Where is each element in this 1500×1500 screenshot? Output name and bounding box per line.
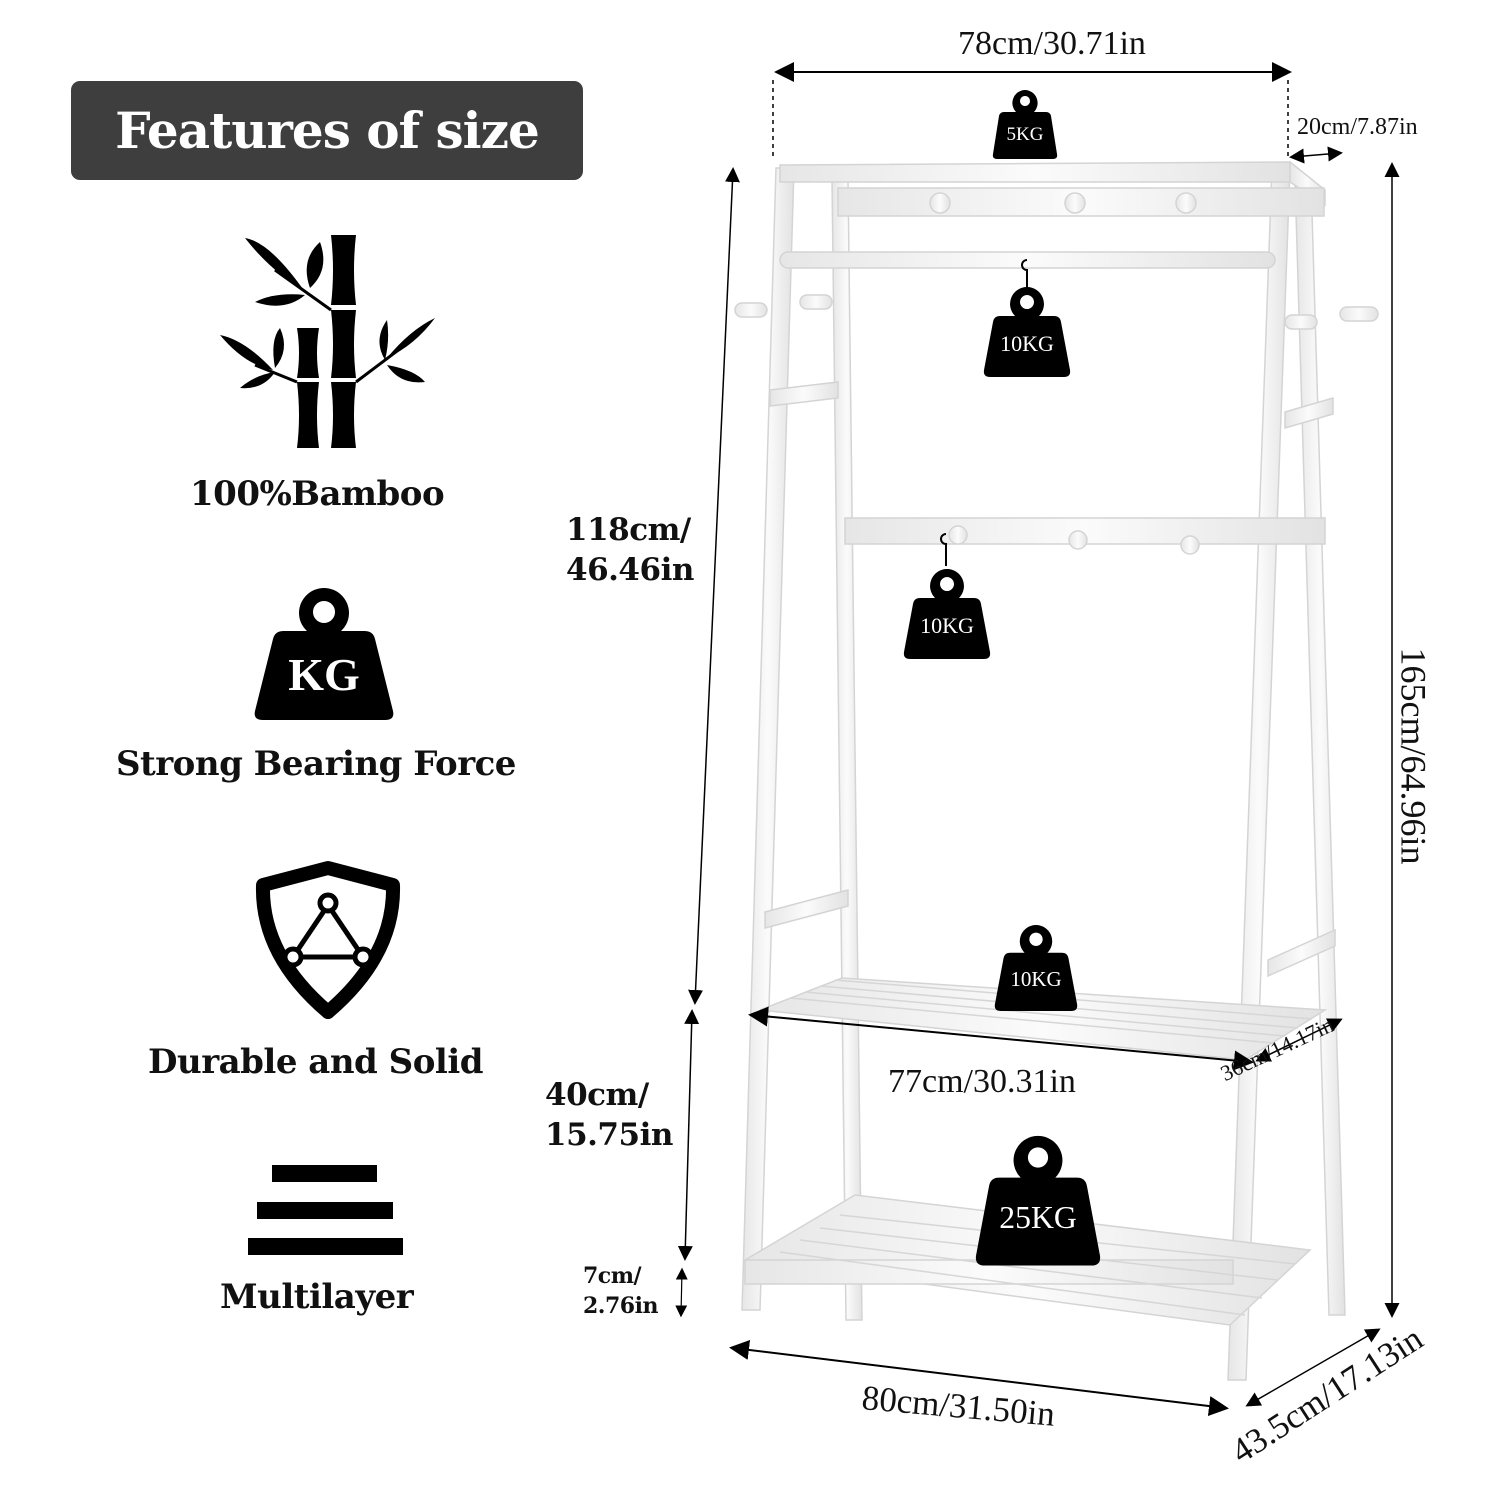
weight-icon-hook-bar: 10KG [902, 567, 992, 660]
dim-shelf-width: 77cm/30.31in [888, 1063, 1076, 1100]
dim-top-width: 78cm/30.71in [958, 25, 1146, 62]
bamboo-icon [215, 230, 440, 450]
dim-foot-height: 7cm/ 2.76in [583, 1263, 658, 1319]
svg-text:10KG: 10KG [1010, 967, 1061, 991]
kg-weight-icon: KG [252, 585, 397, 720]
page-title-banner: Features of size [71, 81, 583, 180]
svg-text:5KG: 5KG [1007, 124, 1044, 145]
page-title: Features of size [115, 101, 540, 160]
feature-label-multilayer: Multilayer [220, 1277, 414, 1317]
feature-label-bamboo: 100%Bamboo [190, 474, 445, 514]
dim-lower-height: 40cm/ 15.75in [545, 1077, 673, 1154]
feature-label-durable: Durable and Solid [148, 1042, 484, 1082]
svg-text:10KG: 10KG [920, 613, 974, 638]
weight-icon-top-shelf: 5KG [992, 88, 1058, 160]
weight-icon-hanging-rod: 10KG [982, 285, 1072, 378]
svg-text:KG: KG [288, 649, 360, 700]
feature-label-bearing: Strong Bearing Force [116, 744, 516, 784]
weight-icon-bottom-shelf: 25KG [973, 1133, 1103, 1267]
dim-total-height: 165cm/64.96in [1393, 647, 1434, 865]
shield-triangle-icon [253, 860, 403, 1020]
dim-top-depth: 20cm/7.87in [1297, 114, 1418, 140]
svg-text:25KG: 25KG [999, 1200, 1076, 1235]
weight-icon-middle-shelf: 10KG [993, 920, 1079, 1015]
dim-upper-height: 118cm/ 46.46in [566, 512, 694, 589]
svg-text:10KG: 10KG [1000, 331, 1054, 356]
layers-icon [248, 1165, 403, 1255]
